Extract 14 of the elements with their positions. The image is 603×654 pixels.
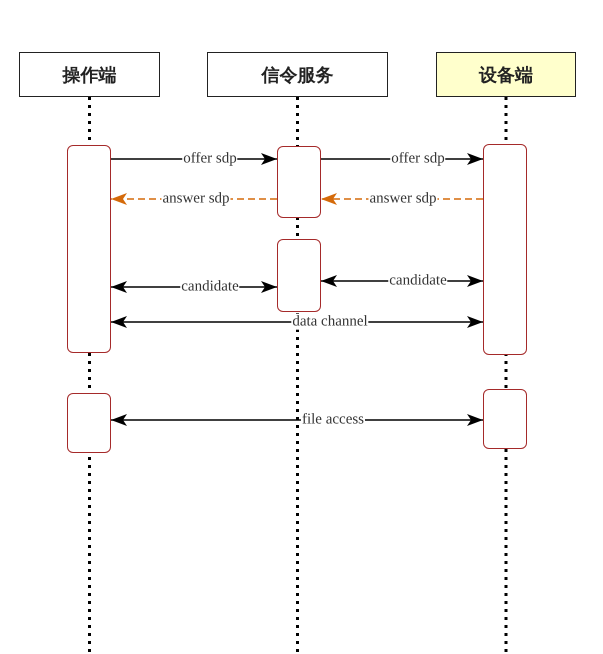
activation-bar [277,239,321,312]
edge-label: data channel [291,314,369,330]
activation-bar [67,393,111,453]
participant-box: 操作端 [19,52,160,97]
edge-label: offer sdp [182,150,238,167]
activation-bar [483,389,527,449]
edge-label: offer sdp [390,150,446,167]
edge-label: answer sdp [161,190,231,207]
participant-box: 设备端 [436,52,576,97]
activation-bar [67,145,111,353]
activation-bar [277,146,321,218]
participant-box: 信令服务 [207,52,388,97]
activation-bar [483,144,527,355]
edge-label: answer sdp [368,190,438,207]
